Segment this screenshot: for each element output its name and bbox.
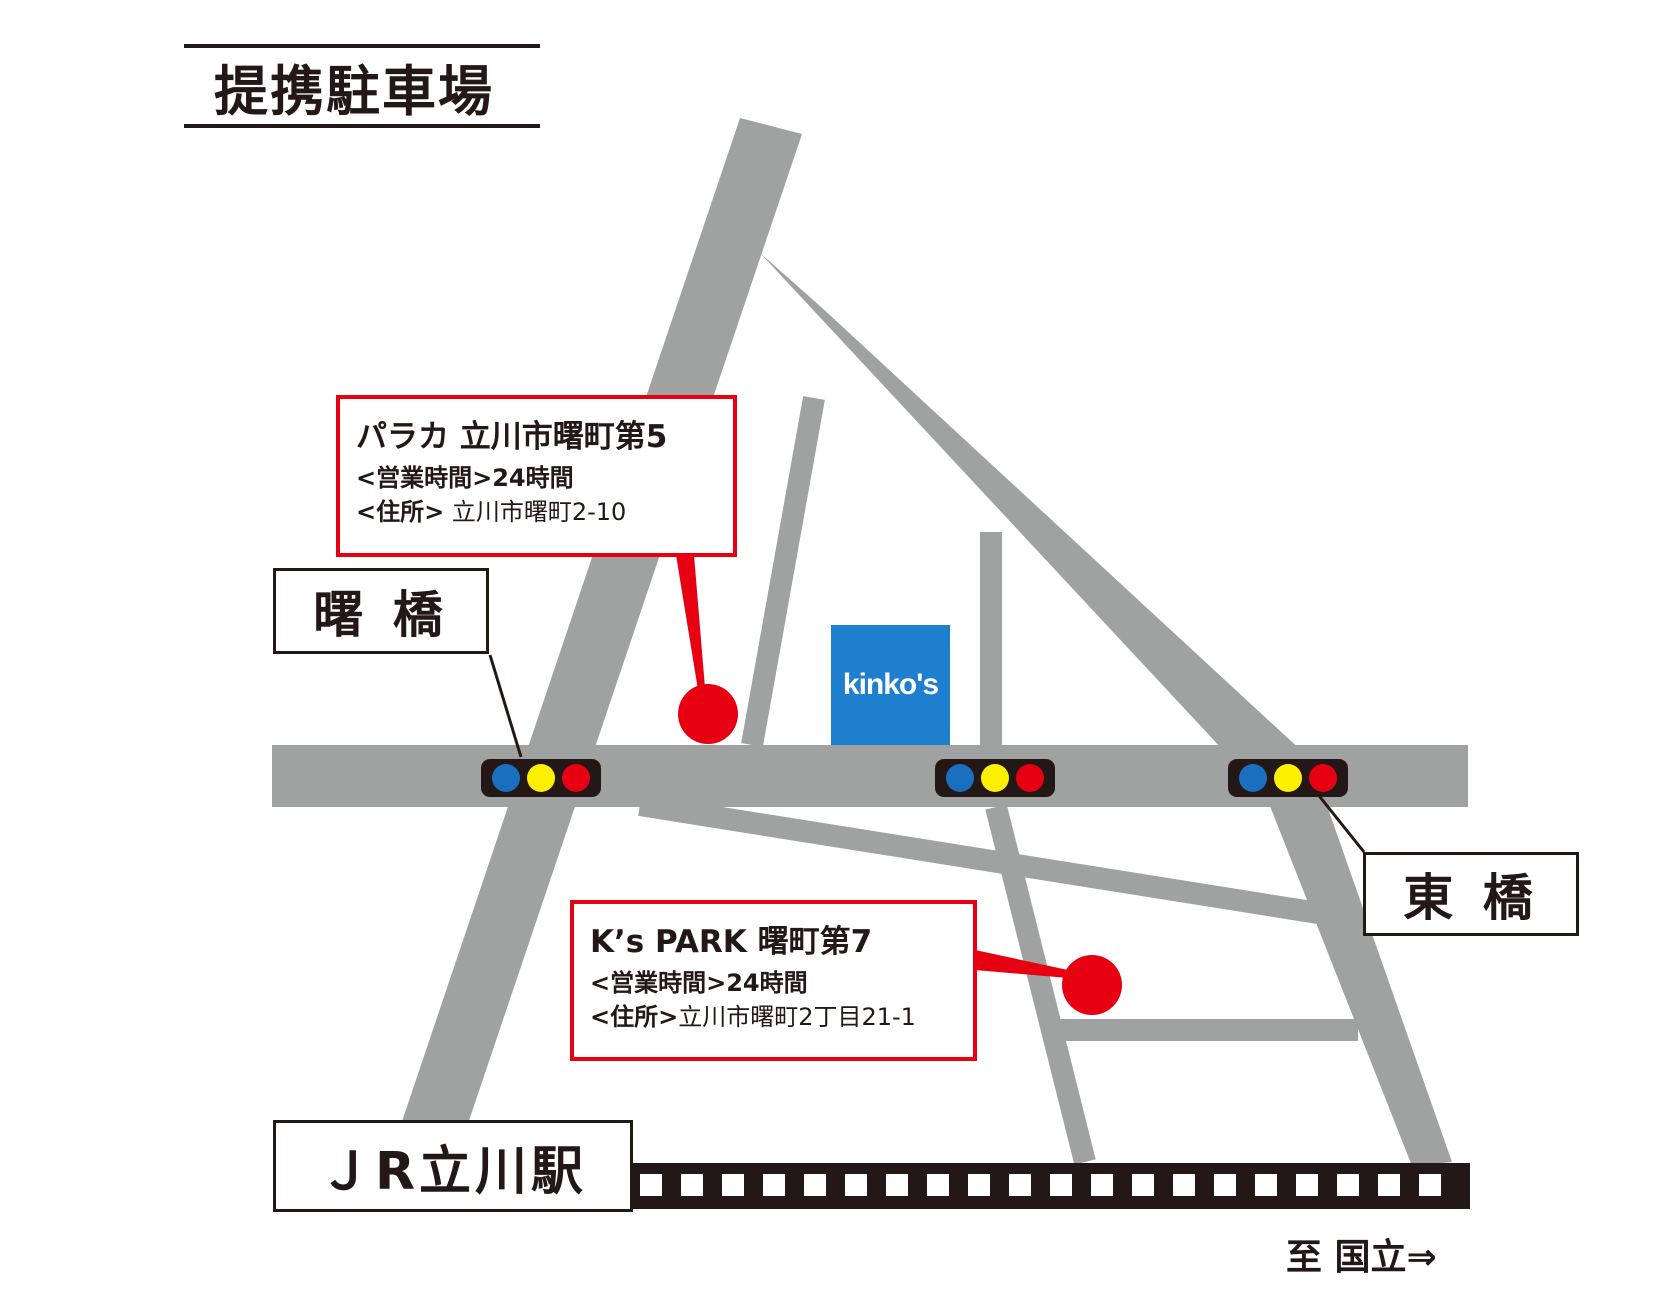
rail-tie (640, 1174, 662, 1196)
rail-tie (681, 1174, 703, 1196)
rail-tie (1419, 1174, 1441, 1196)
parking-callout-2: K’s PARK 曙町第7 <営業時間>24時間 <住所>立川市曙町2丁目21-… (570, 900, 977, 1061)
hours-value: 24時間 (726, 969, 808, 997)
address-value: 立川市曙町2-10 (444, 498, 627, 526)
hours-key: <営業時間> (590, 969, 727, 997)
rail-tie (763, 1174, 785, 1196)
callout-pointer-2 (975, 950, 1068, 978)
parking-address: <住所> 立川市曙町2-10 (356, 495, 717, 529)
akebono-leader-line (488, 654, 523, 758)
rail-tie (1296, 1174, 1318, 1196)
rail-tie (886, 1174, 908, 1196)
traffic-signal-icon (481, 759, 601, 797)
rail-tie (1255, 1174, 1277, 1196)
railway-track (630, 1163, 1470, 1209)
road-right-diagonal (760, 253, 1344, 837)
parking-marker-icon (678, 684, 738, 744)
address-key: <住所> (590, 1003, 679, 1031)
rail-tie (927, 1174, 949, 1196)
rail-tie (1378, 1174, 1400, 1196)
road-minor-3 (638, 794, 1320, 924)
parking-name: パラカ 立川市曙町第5 (356, 419, 668, 455)
akebono-bridge-label: 曙 橋 (273, 568, 489, 654)
parking-hours: <営業時間>24時間 (590, 966, 957, 1000)
hours-key: <営業時間> (356, 464, 493, 492)
rail-tie (1173, 1174, 1195, 1196)
parking-marker-icon (1062, 955, 1122, 1015)
map-title-text: 提携駐車場 (214, 59, 494, 123)
callout-pointer-1 (676, 555, 706, 702)
address-value: 立川市曙町2丁目21-1 (678, 1003, 916, 1031)
higashi-bridge-label: 東 橋 (1363, 852, 1579, 936)
rail-tie (845, 1174, 867, 1196)
parking-hours: <営業時間>24時間 (356, 461, 717, 495)
road-minor-4 (985, 804, 1096, 1165)
rail-tie (1132, 1174, 1154, 1196)
road-left-diagonal (389, 118, 802, 1168)
rail-tie (968, 1174, 990, 1196)
traffic-signal-icon (935, 759, 1055, 797)
rail-tie (804, 1174, 826, 1196)
parking-callout-1: パラカ 立川市曙町第5 <営業時間>24時間 <住所> 立川市曙町2-10 (336, 395, 737, 557)
jr-station-label: ＪR立川駅 (273, 1120, 633, 1212)
kinkos-landmark: kinko's (831, 625, 950, 745)
address-key: <住所> (356, 498, 445, 526)
rail-tie (1214, 1174, 1236, 1196)
map-title: 提携駐車場 (184, 44, 540, 128)
rail-tie (1337, 1174, 1359, 1196)
rail-tie (722, 1174, 744, 1196)
traffic-signal-icon (1228, 759, 1348, 797)
parking-address: <住所>立川市曙町2丁目21-1 (590, 1000, 957, 1034)
rail-ties (640, 1174, 1441, 1196)
hours-value: 24時間 (492, 464, 574, 492)
rail-tie (1009, 1174, 1031, 1196)
rail-tie (1050, 1174, 1072, 1196)
minor-roads (638, 396, 1358, 1165)
parking-name: K’s PARK 曙町第7 (590, 924, 873, 960)
road-minor-1 (741, 396, 825, 747)
road-right-lower (1266, 780, 1452, 1166)
direction-label: 至 国立⇒ (1286, 1237, 1437, 1278)
rail-tie (1091, 1174, 1113, 1196)
